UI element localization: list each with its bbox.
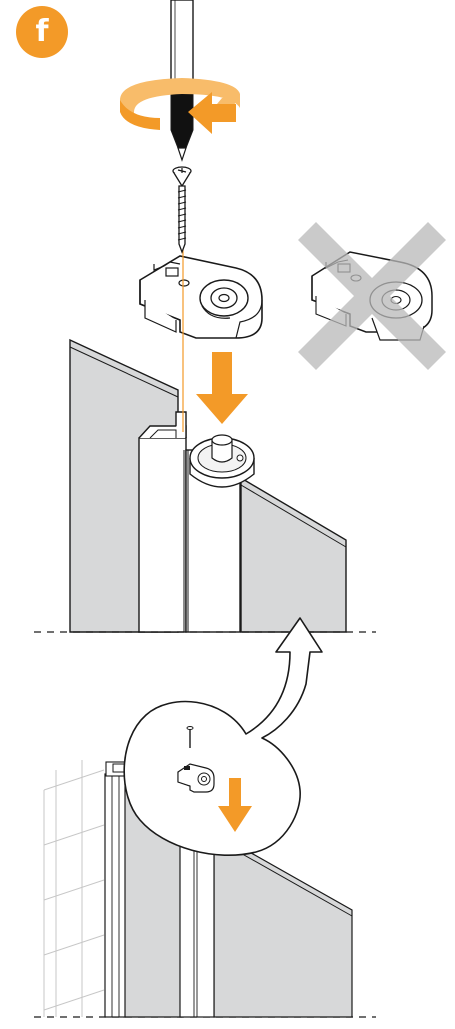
hinge-bracket <box>139 255 263 339</box>
step-label: f <box>35 14 49 49</box>
glass-panel-right <box>240 476 347 633</box>
zoom-callout-icon <box>123 617 323 856</box>
overview-hinge-profile <box>179 815 215 1018</box>
screw <box>172 166 192 254</box>
cross-mark-icon <box>298 222 446 370</box>
overview-view <box>43 617 353 1018</box>
callout-screw <box>186 726 194 748</box>
down-arrow-icon <box>196 352 248 424</box>
wall-profile <box>104 761 129 1018</box>
callout-down-arrow-icon <box>218 778 252 832</box>
top-detail-view <box>69 0 446 633</box>
overview-glass-right <box>213 830 353 1018</box>
rotation-arrow-icon <box>120 78 240 134</box>
pivot-cylinder <box>189 434 255 488</box>
screwdriver <box>170 0 194 162</box>
step-badge-icon: f <box>16 6 68 58</box>
callout-bracket <box>177 763 215 793</box>
